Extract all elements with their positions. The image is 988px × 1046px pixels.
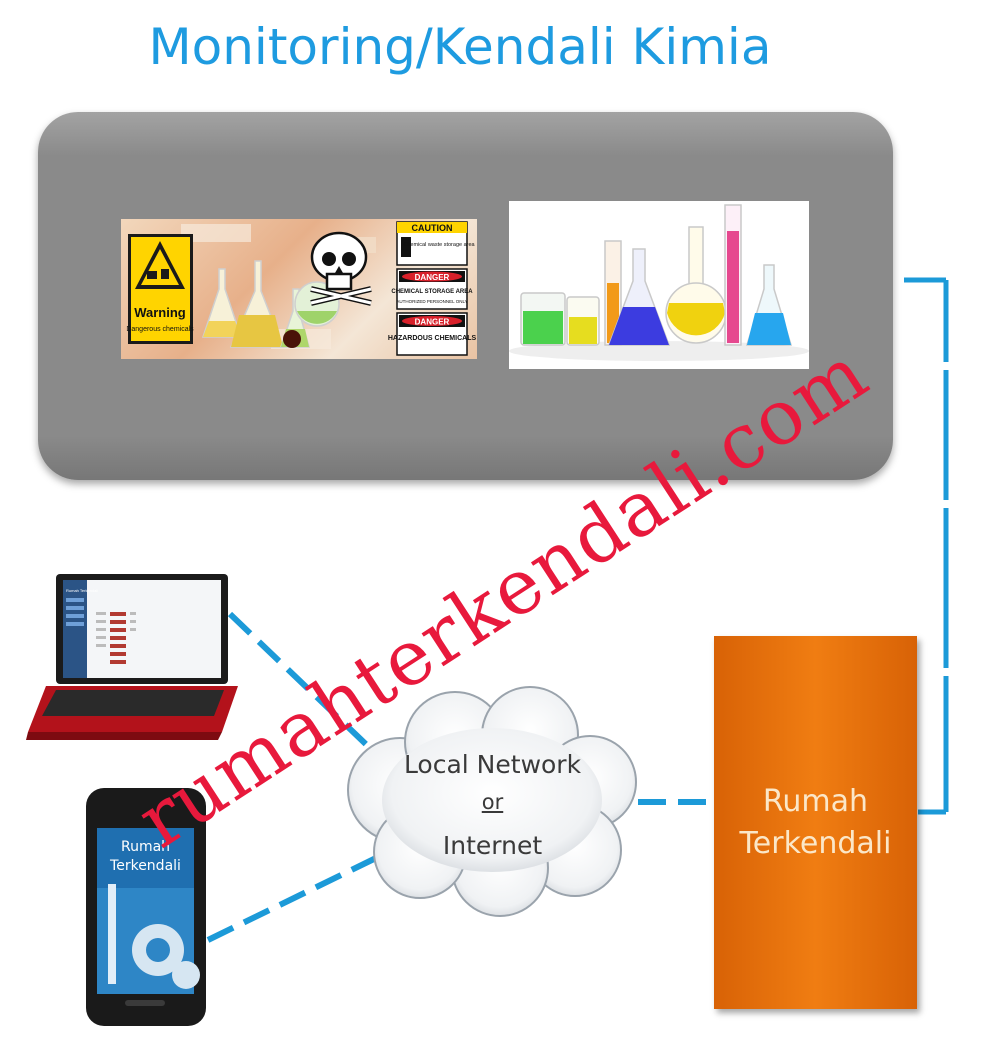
rumah-terkendali-controller: Rumah Terkendali	[714, 636, 917, 1009]
cloud-label-line2: or	[481, 790, 504, 814]
caution-label: CAUTION	[412, 223, 453, 233]
hazard-signs-illustration: Warning Dangerous chemicals CAUTION Chem…	[126, 221, 477, 356]
device-network-connectors	[206, 611, 712, 943]
danger1-sub: AUTHORIZED PERSONNEL ONLY	[396, 299, 467, 304]
controller-label-line1: Rumah	[762, 783, 869, 819]
lab-glassware-illustration	[509, 204, 809, 361]
cloud-label-line1: Local Network	[403, 750, 582, 779]
laptop-network-link	[227, 611, 375, 753]
hazard-signs-image: Warning Dangerous chemicals CAUTION Chem…	[121, 219, 477, 359]
laptop-screen-header: Rumah Terkendali	[66, 588, 98, 593]
danger1-text: CHEMICAL STORAGE AREA	[391, 289, 473, 295]
network-cloud	[347, 686, 637, 917]
phone-screen-line1: Rumah	[120, 839, 171, 855]
cloud-label-line3: Internet	[442, 831, 543, 860]
phone-screen-title: Rumah Terkendali	[97, 838, 194, 876]
caution-text: Chemical waste storage area	[403, 242, 475, 248]
phone-network-link	[206, 855, 378, 943]
danger2-label: DANGER	[415, 318, 450, 327]
danger2-text: HAZARDOUS CHEMICALS	[388, 335, 477, 342]
warning-label: Warning	[134, 305, 186, 320]
warning-sub: Dangerous chemicals	[126, 326, 194, 333]
phone-screen-line2: Terkendali	[110, 858, 181, 874]
lab-glassware-image	[509, 201, 809, 369]
controller-label-line2: Terkendali	[739, 825, 892, 861]
smartphone-device	[86, 788, 206, 1026]
danger1-label: DANGER	[415, 273, 450, 282]
page-title: Monitoring/Kendali Kimia	[148, 18, 772, 76]
laptop-device: Rumah Terkendali	[26, 574, 238, 740]
panel-controller-connector	[904, 277, 949, 815]
